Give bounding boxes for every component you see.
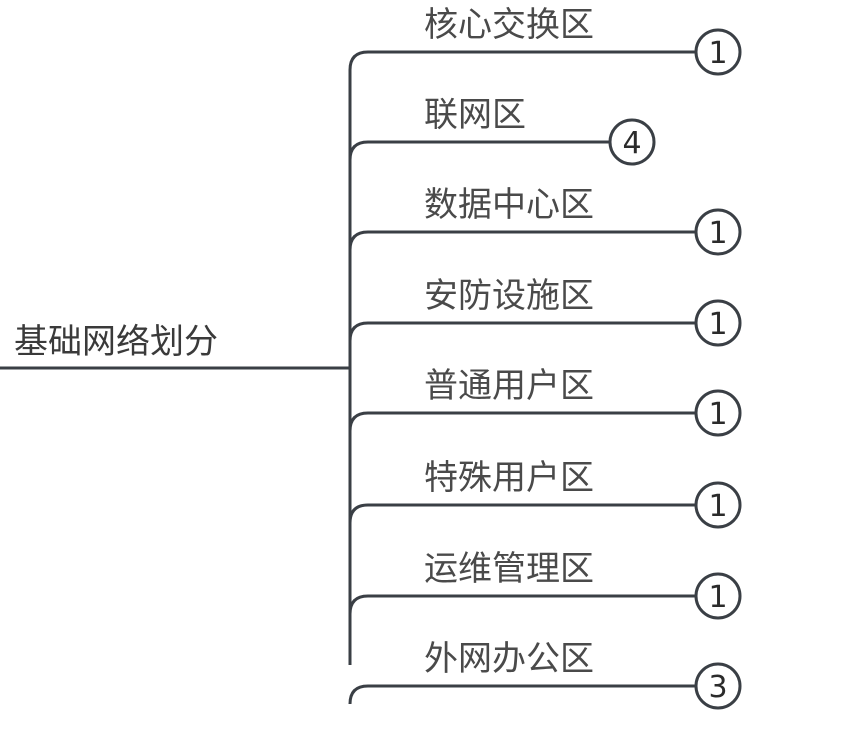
count-badge-number: 1 [708, 307, 727, 342]
branch-connector [348, 321, 696, 342]
branch-connector [348, 594, 696, 615]
branch-connector [348, 411, 696, 432]
count-badge[interactable] [694, 572, 742, 620]
count-badge-number: 1 [708, 397, 727, 432]
branch-connector [348, 503, 696, 524]
branch-connector [348, 684, 696, 705]
count-badge-number: 1 [708, 36, 727, 71]
branch-connector [348, 230, 696, 251]
branch-label[interactable]: 核心交换区 [424, 5, 594, 45]
count-badge[interactable] [694, 299, 742, 347]
count-badge-number: 1 [708, 489, 727, 524]
branch-group: 核心交换区 1 联网区 4 数据中心区 1 安防设施区 1 普通用户区 1 特殊用户区 1 运维管理区 1… [348, 5, 742, 710]
count-badge[interactable] [694, 28, 742, 76]
branch-label[interactable]: 普通用户区 [424, 366, 594, 406]
branch-label[interactable]: 安防设施区 [424, 276, 594, 316]
count-badge[interactable] [608, 118, 656, 166]
branch-connector [348, 50, 696, 71]
count-badge-number: 1 [708, 580, 727, 615]
count-badge-number: 4 [622, 126, 641, 161]
count-badge[interactable] [694, 389, 742, 437]
branch-label[interactable]: 运维管理区 [424, 549, 594, 589]
count-badge[interactable] [694, 481, 742, 529]
count-badge[interactable] [694, 208, 742, 256]
branch-label[interactable]: 外网办公区 [424, 639, 594, 679]
root-label[interactable]: 基础网络划分 [14, 322, 218, 362]
count-badge-number: 1 [708, 216, 727, 251]
branch-label[interactable]: 联网区 [424, 95, 526, 135]
branch-label[interactable]: 特殊用户区 [424, 458, 594, 498]
count-badge[interactable] [694, 662, 742, 710]
branch-connector [348, 140, 610, 161]
count-badge-number: 3 [708, 670, 727, 705]
branch-label[interactable]: 数据中心区 [424, 185, 594, 225]
